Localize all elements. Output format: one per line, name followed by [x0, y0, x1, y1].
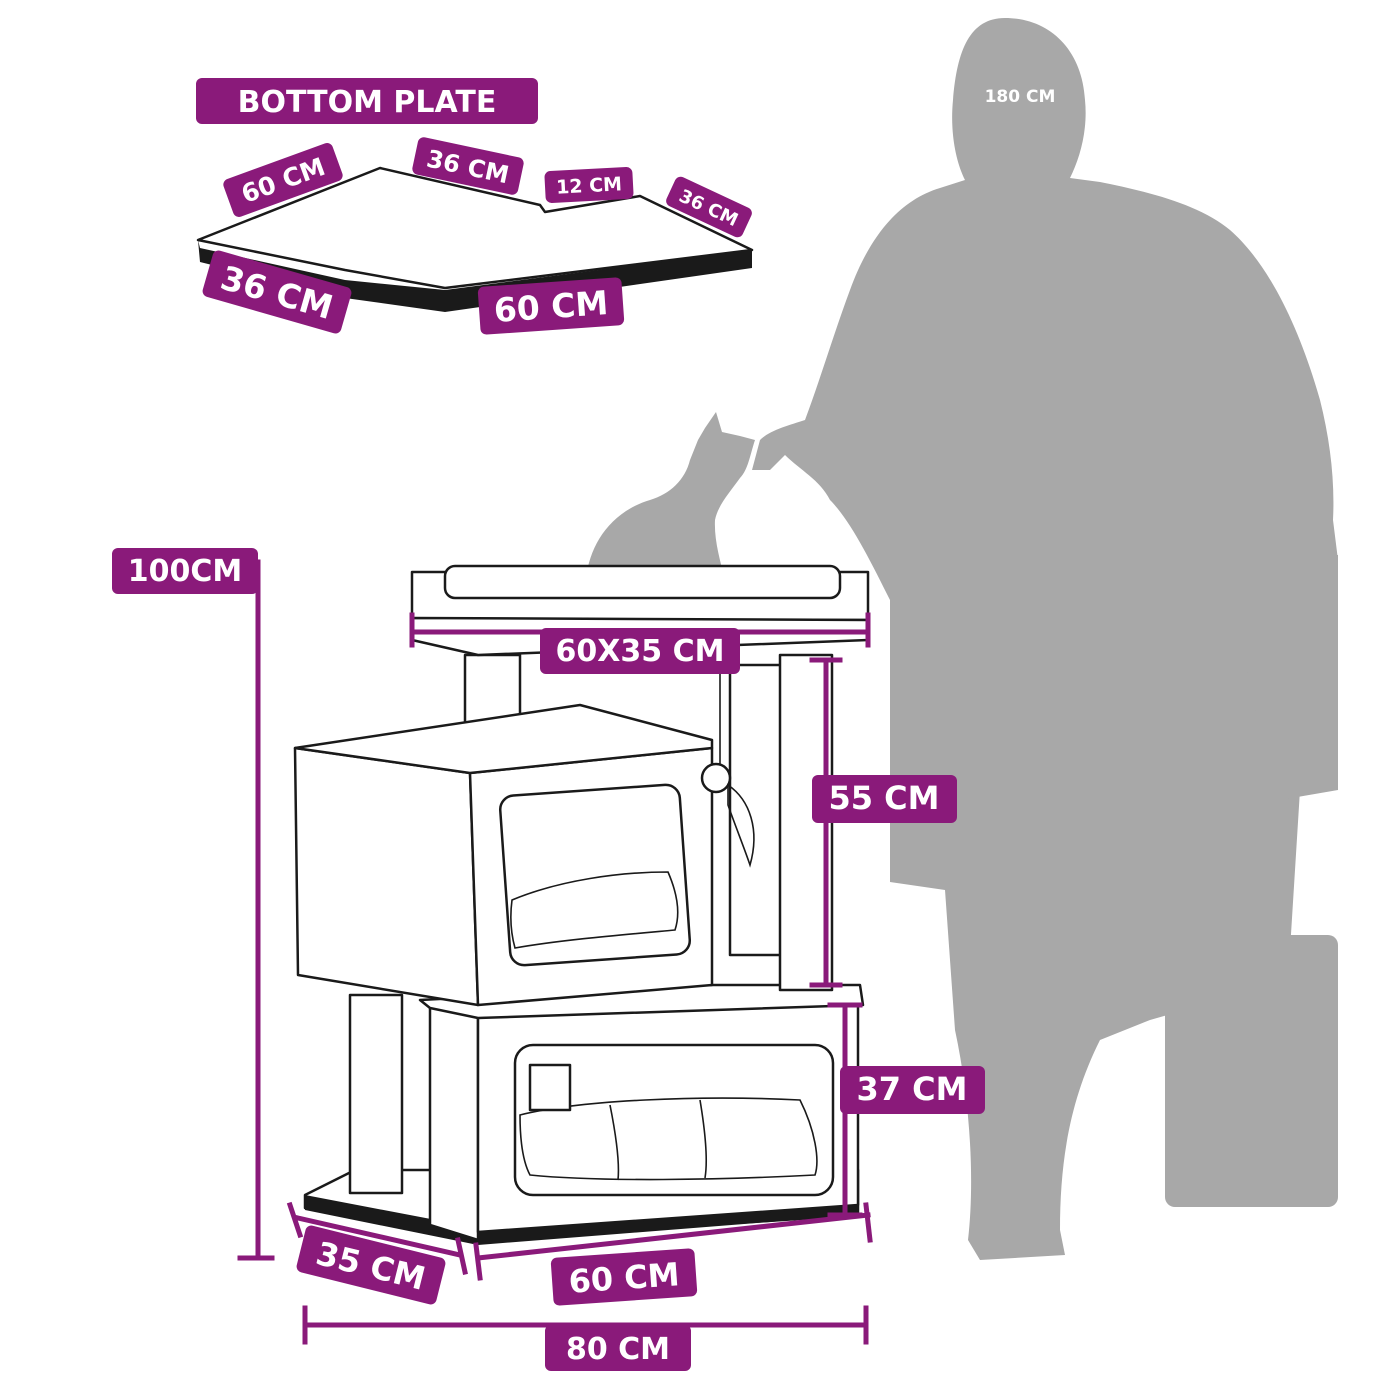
svg-text:37 CM: 37 CM [857, 1070, 968, 1108]
upper-box-top [293, 703, 714, 775]
svg-text:80 CM: 80 CM [566, 1332, 670, 1367]
lower-box-height-label: 37 CM [840, 1066, 985, 1114]
upper-box-window [498, 783, 692, 967]
bottom-plate-title-label: BOTTOM PLATE [196, 78, 538, 124]
post-height-label: 55 CM [812, 775, 957, 823]
plate-dim-bottom-right: 60 CM [477, 277, 625, 335]
toy-feather [727, 783, 755, 868]
base-edge [305, 1195, 858, 1245]
cat-tree [293, 564, 870, 1245]
plate-dim-notch: 12 CM [544, 167, 634, 203]
lower-inner-post [528, 1063, 572, 1112]
stool-silhouette [1165, 935, 1338, 1207]
lower-cushion [519, 1097, 818, 1181]
total-height-label: 100CM [112, 548, 258, 594]
top-platform-label: 60X35 CM [540, 628, 740, 674]
svg-text:60X35 CM: 60X35 CM [556, 634, 725, 669]
post-lower-left [348, 993, 404, 1195]
person-height-label: 180 CM [985, 87, 1056, 107]
cat-silhouette [586, 412, 755, 580]
total-width-label: 80 CM [545, 1325, 691, 1371]
person-silhouette [752, 18, 1338, 1260]
lower-box-window [513, 1043, 835, 1197]
base-width-label: 60 CM [550, 1248, 698, 1306]
bottom-plate-title: BOTTOM PLATE [238, 85, 497, 120]
bottom-plate-shape [196, 166, 754, 290]
top-platform-cushion [443, 564, 842, 600]
post-center [728, 663, 784, 957]
svg-text:60 CM: 60 CM [567, 1255, 680, 1301]
person-arm [1230, 555, 1338, 800]
upper-cushion [509, 871, 679, 949]
svg-text:60 CM: 60 CM [493, 283, 610, 330]
upper-box-side [293, 746, 480, 1007]
toy-ball [700, 762, 732, 794]
lower-box-side [428, 1003, 480, 1242]
svg-text:12 CM: 12 CM [556, 173, 623, 198]
svg-text:55 CM: 55 CM [829, 779, 940, 817]
svg-text:100CM: 100CM [128, 554, 243, 589]
